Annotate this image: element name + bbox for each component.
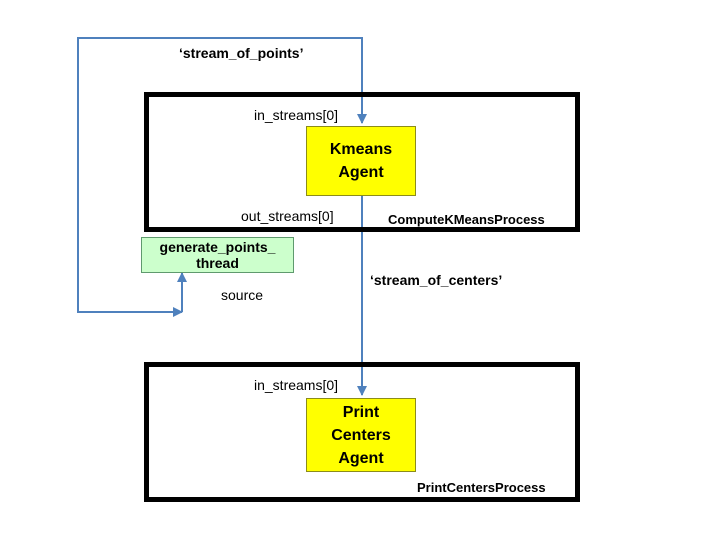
print-agent-line-1: Print	[342, 403, 380, 421]
kmeans-agent-box: Kmeans Agent	[306, 126, 416, 196]
print-in-port-label: in_streams[0]	[254, 377, 339, 393]
print-centers-agent-box: Print Centers Agent	[306, 398, 416, 472]
print-agent-line-2: Centers	[331, 426, 391, 444]
compute-process-name: ComputeKMeansProcess	[388, 212, 545, 227]
kmeans-in-port-label: in_streams[0]	[254, 107, 339, 123]
kmeans-out-port-label: out_streams[0]	[241, 208, 334, 224]
source-line-1: generate_points_	[159, 239, 276, 255]
source-line-2: thread	[196, 255, 239, 271]
print-centers-process-box	[144, 362, 580, 502]
kmeans-agent-line-1: Kmeans	[329, 141, 393, 158]
compute-kmeans-process-box	[144, 92, 580, 232]
generate-points-thread-box: generate_points_ thread	[141, 237, 294, 273]
kmeans-agent-line-2: Agent	[338, 164, 384, 181]
source-label: source	[221, 287, 264, 303]
stream-of-points-connector	[77, 37, 367, 317]
print-process-name: PrintCentersProcess	[417, 480, 546, 495]
stream-of-points-label: ‘stream_of_points’	[179, 45, 304, 61]
stream-of-centers-label: ‘stream_of_centers’	[370, 272, 503, 288]
print-agent-line-3: Agent	[338, 449, 384, 467]
